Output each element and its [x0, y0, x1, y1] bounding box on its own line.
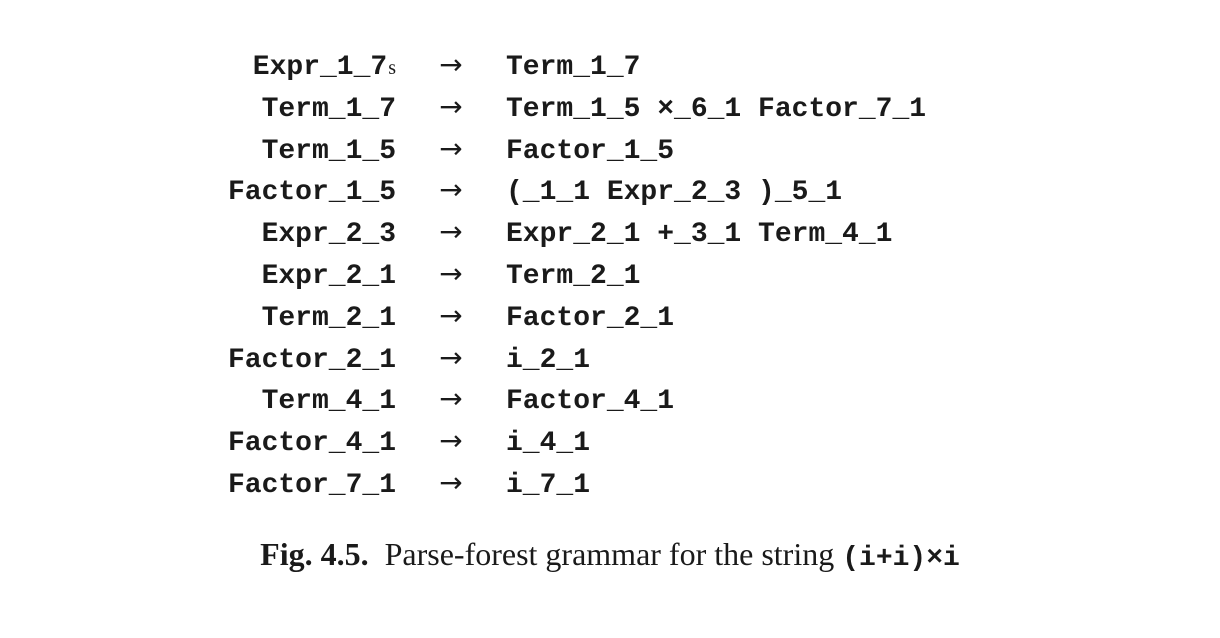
- rule-lhs: Factor_4_1: [227, 428, 396, 460]
- rule-lhs: Factor_1_5: [227, 177, 396, 209]
- rule-rhs: i_4_1: [506, 428, 591, 460]
- lhs-text: Expr_1_7: [252, 52, 388, 83]
- grammar-rule: Factor_4_1 → i_4_1: [150, 424, 1110, 466]
- arrow-icon: →: [439, 173, 463, 207]
- figure-label: Fig. 4.5.: [260, 536, 369, 572]
- rule-rhs: Term_1_5 ×_6_1 Factor_7_1: [506, 93, 927, 125]
- caption-text: Parse-forest grammar for the string: [384, 536, 835, 572]
- grammar-rules: Expr_1_7s → Term_1_7 Term_1_7 → Term_1_5…: [150, 48, 1110, 508]
- rule-lhs: Expr_2_3: [261, 219, 396, 251]
- rule-rhs: Factor_2_1: [506, 302, 675, 334]
- grammar-rule: Expr_2_1 → Term_2_1: [150, 257, 1110, 299]
- rule-lhs: Term_1_7: [261, 93, 396, 125]
- grammar-rule: Factor_7_1 → i_7_1: [150, 466, 1110, 508]
- arrow-icon: →: [439, 48, 463, 81]
- arrow-icon: →: [439, 465, 463, 499]
- rule-rhs: Term_1_7: [506, 52, 641, 83]
- grammar-rule: Term_4_1 → Factor_4_1: [150, 382, 1110, 424]
- figure-caption: Fig. 4.5. Parse-forest grammar for the s…: [0, 536, 1220, 574]
- rule-rhs: i_2_1: [506, 344, 591, 376]
- rule-lhs: Term_4_1: [261, 386, 396, 418]
- caption-code: (i+i)×i: [842, 543, 960, 574]
- rule-lhs: Factor_7_1: [227, 469, 396, 501]
- arrow-icon: →: [439, 256, 463, 290]
- rule-lhs: Factor_2_1: [227, 344, 396, 376]
- rule-rhs: Expr_2_1 +_3_1 Term_4_1: [506, 219, 893, 251]
- arrow-icon: →: [439, 89, 463, 123]
- arrow-icon: →: [439, 215, 463, 249]
- rule-lhs: Expr_2_1: [261, 260, 396, 292]
- start-subscript: s: [388, 57, 396, 79]
- grammar-rule: Factor_1_5 → (_1_1 Expr_2_3 )_5_1: [150, 173, 1110, 215]
- grammar-rule: Expr_1_7s → Term_1_7: [150, 48, 1110, 90]
- rule-rhs: i_7_1: [506, 469, 591, 501]
- grammar-rule: Term_1_7 → Term_1_5 ×_6_1 Factor_7_1: [150, 90, 1110, 132]
- rule-lhs: Term_2_1: [261, 302, 396, 334]
- grammar-rule: Expr_2_3 → Expr_2_1 +_3_1 Term_4_1: [150, 215, 1110, 257]
- rule-rhs: Factor_4_1: [506, 386, 675, 418]
- arrow-icon: →: [439, 298, 463, 332]
- arrow-icon: →: [439, 131, 463, 165]
- rule-rhs: Factor_1_5: [506, 135, 675, 167]
- grammar-rule: Term_2_1 → Factor_2_1: [150, 299, 1110, 341]
- rule-lhs: Term_1_5: [261, 135, 396, 167]
- arrow-icon: →: [439, 424, 463, 458]
- rule-rhs: (_1_1 Expr_2_3 )_5_1: [506, 177, 843, 209]
- arrow-icon: →: [439, 382, 463, 416]
- grammar-rule: Factor_2_1 → i_2_1: [150, 341, 1110, 383]
- rule-rhs: Term_2_1: [506, 260, 641, 292]
- grammar-rule: Term_1_5 → Factor_1_5: [150, 132, 1110, 174]
- arrow-icon: →: [439, 340, 463, 374]
- rule-lhs: Expr_1_7s: [150, 52, 396, 83]
